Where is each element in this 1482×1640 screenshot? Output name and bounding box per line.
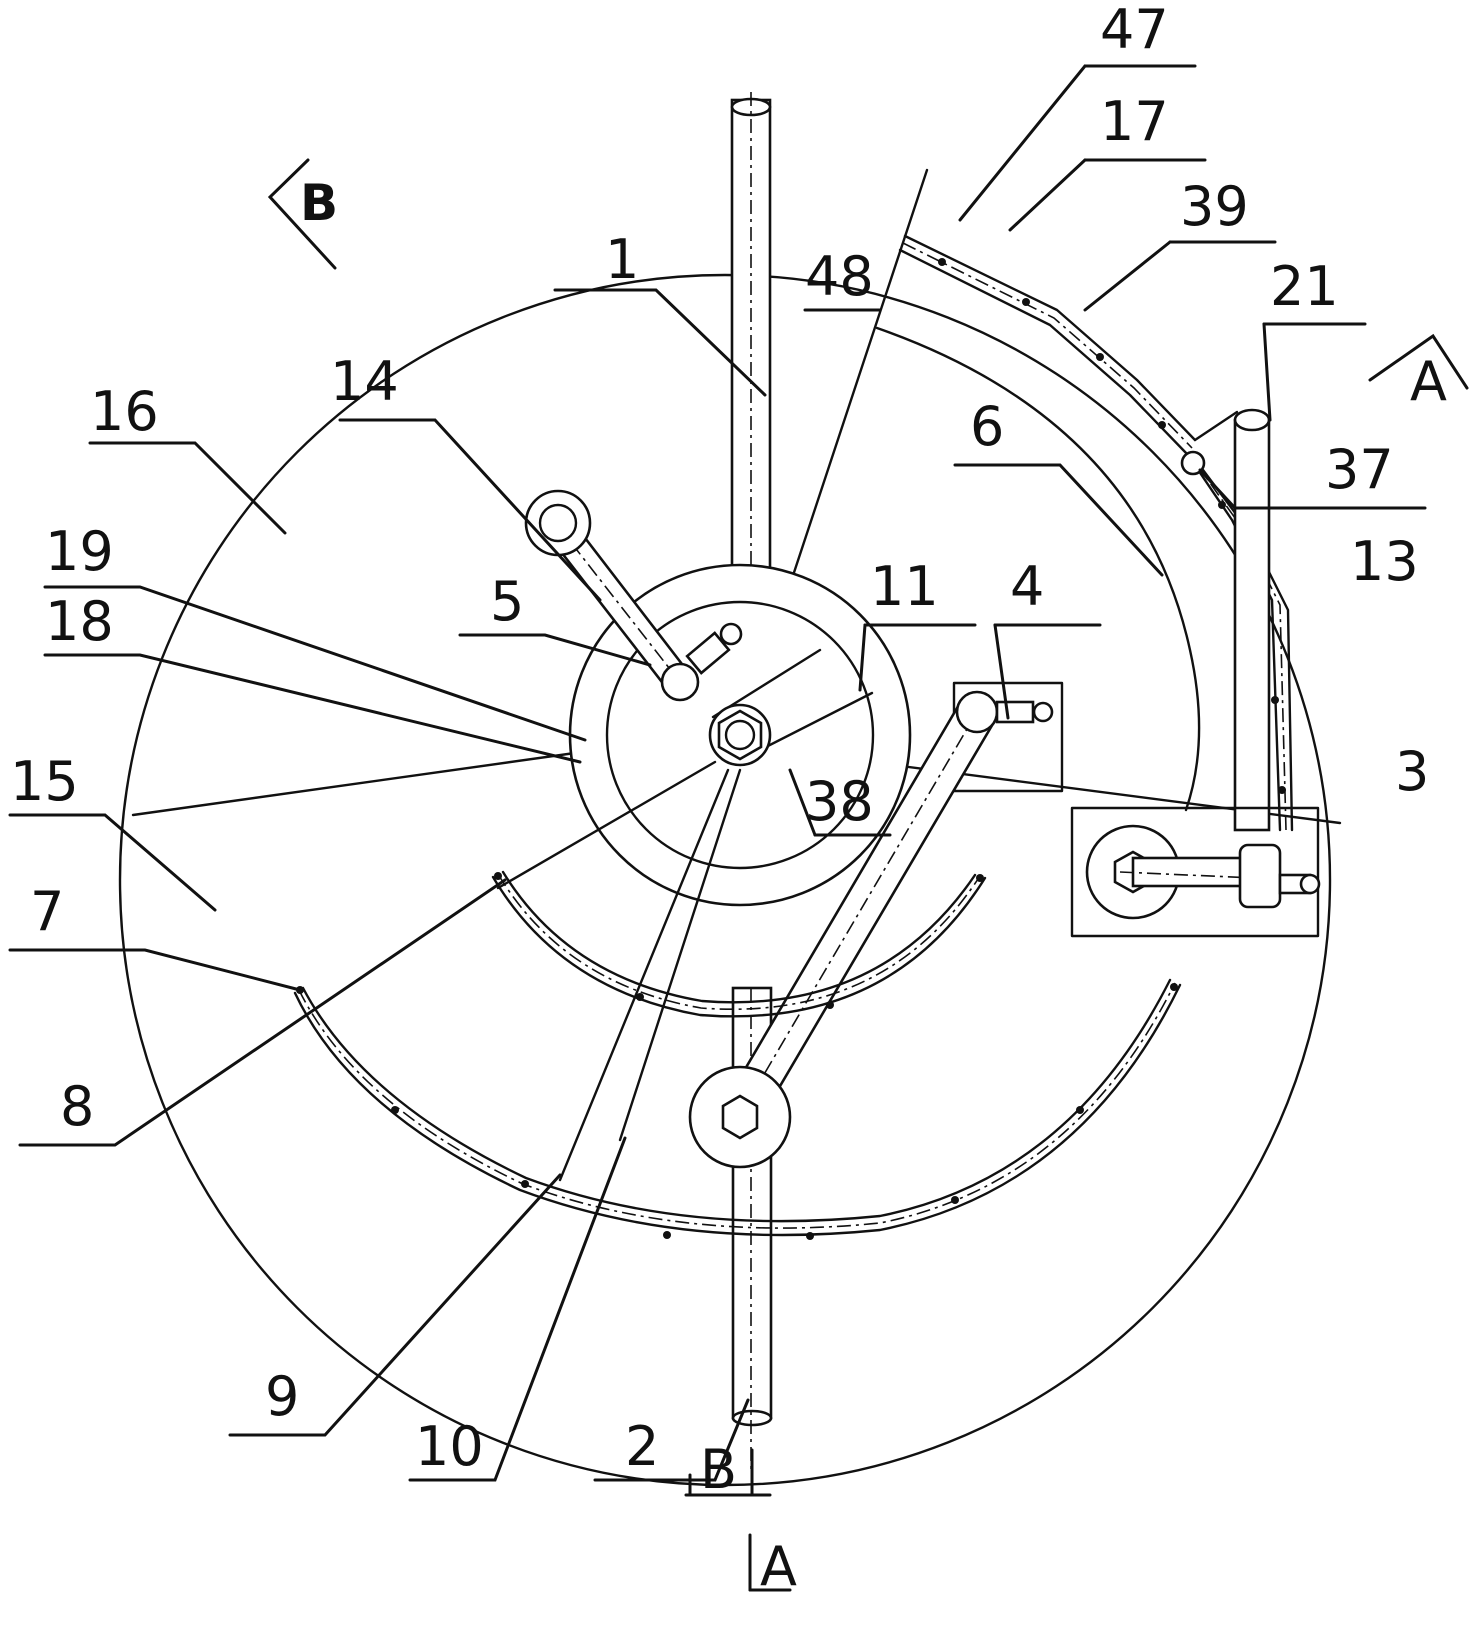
label-21: 21 <box>1270 255 1339 318</box>
label-6: 6 <box>970 395 1004 458</box>
rod-line-10 <box>618 768 742 1142</box>
label-11: 11 <box>870 555 939 618</box>
hub-inner-disk-18 <box>605 600 875 870</box>
section-marker-a-right <box>1368 333 1469 390</box>
label-13: 13 <box>1350 530 1419 593</box>
arc-rail-inner <box>491 870 987 1018</box>
radial-line-top-sector <box>774 168 929 629</box>
label-4: 4 <box>1010 555 1044 618</box>
section-marker-a-bottom <box>748 1533 792 1592</box>
section-label-b-top: B <box>300 174 338 232</box>
label-18: 18 <box>45 590 114 653</box>
label-19: 19 <box>45 520 114 583</box>
label-2: 2 <box>625 1415 659 1478</box>
arc-rail-7 <box>293 978 1182 1240</box>
linkage-39 <box>898 234 1197 457</box>
pipe-21 <box>1193 408 1271 832</box>
hub-line-38 <box>758 691 874 752</box>
label-37: 37 <box>1325 438 1394 501</box>
rod-line-8 <box>496 760 717 890</box>
section-marker-b-top <box>267 158 337 270</box>
label-16: 16 <box>90 380 159 443</box>
label-3: 3 <box>1395 740 1429 803</box>
sector-arc-6 <box>875 326 1201 812</box>
label-1: 1 <box>605 228 639 291</box>
label-38: 38 <box>805 770 874 833</box>
shaft-1 <box>730 92 772 582</box>
central-nut <box>708 703 772 767</box>
label-7: 7 <box>30 880 64 943</box>
section-label-b-bottom: B <box>700 1438 737 1501</box>
label-39: 39 <box>1180 175 1249 238</box>
crank-arm-4 <box>739 681 1064 1100</box>
section-label-a-right: A <box>1410 350 1447 413</box>
label-10: 10 <box>415 1415 484 1478</box>
label-8: 8 <box>60 1075 94 1138</box>
rod-line-9 <box>558 768 730 1182</box>
label-14: 14 <box>330 350 399 413</box>
outer-housing-circle <box>118 273 1332 1487</box>
section-marker-b-bottom <box>684 1448 772 1497</box>
label-9: 9 <box>265 1365 299 1428</box>
label-17: 17 <box>1100 90 1169 153</box>
label-48: 48 <box>805 245 874 308</box>
label-47: 47 <box>1100 0 1169 61</box>
leader-lines <box>8 64 1427 1482</box>
crank-arm-14 <box>524 489 743 702</box>
label-15: 15 <box>10 750 79 813</box>
label-5: 5 <box>490 570 524 633</box>
lower-pivot <box>688 1065 792 1169</box>
motor-block-3 <box>1070 806 1321 938</box>
radial-line-left <box>131 750 584 817</box>
section-label-a-bottom: A <box>760 1535 797 1598</box>
